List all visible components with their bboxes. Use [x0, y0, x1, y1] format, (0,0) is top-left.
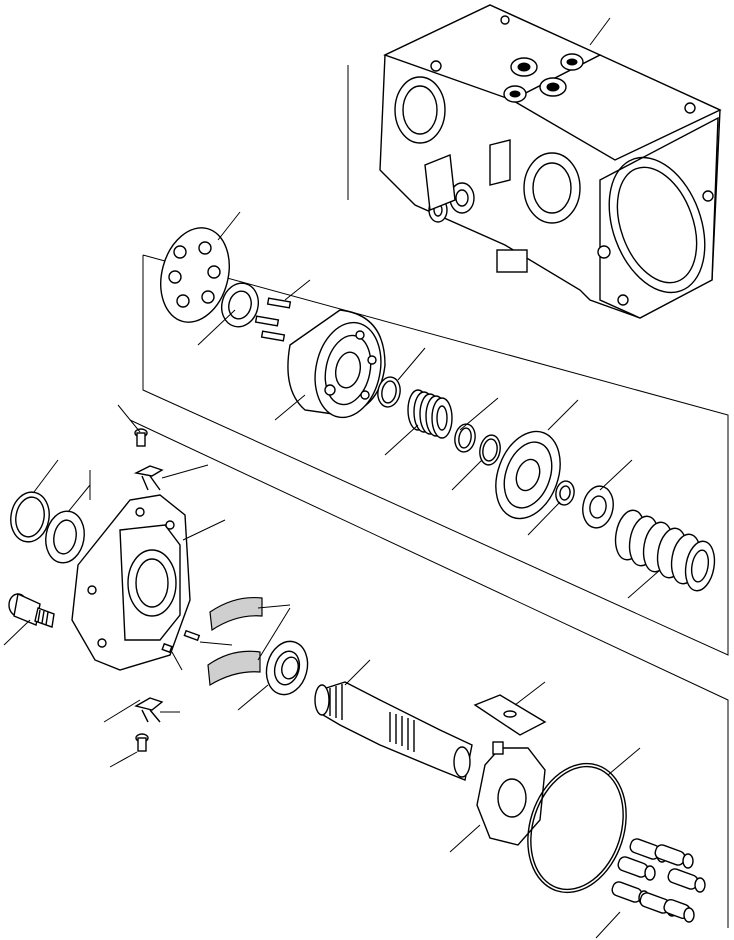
- stopper-plate: [473, 694, 547, 736]
- pump-housing: [379, 4, 722, 319]
- cylinder-block: [287, 309, 386, 419]
- bolt: [8, 592, 55, 628]
- dowel: [161, 629, 201, 654]
- servo-piston-block: [476, 741, 546, 846]
- ball-bearing: [265, 640, 309, 696]
- swash-plate: [495, 430, 561, 520]
- spacer-ring: [454, 423, 476, 453]
- snap-ring-upper: [377, 376, 401, 408]
- leader-lines: [3, 17, 661, 939]
- drive-shaft: [314, 681, 473, 781]
- retaining-ring: [10, 491, 50, 543]
- snap-ring-lower: [479, 434, 501, 466]
- pin-upper: [134, 428, 148, 447]
- sleeve-set: [611, 838, 706, 923]
- clip-lower: [134, 697, 164, 723]
- rotating-group-bracket: [142, 254, 729, 656]
- shoe-plate-upper: [209, 596, 263, 632]
- shoe-plate-lower: [207, 650, 261, 687]
- spring-stack: [614, 509, 716, 592]
- thrust-washer: [582, 485, 614, 529]
- spring: [407, 389, 453, 439]
- bearing-race: [221, 282, 259, 328]
- oil-seal: [45, 510, 85, 564]
- valve-plate: [160, 227, 230, 323]
- small-washer: [555, 480, 575, 506]
- pin-lower: [135, 733, 149, 752]
- pins: [254, 297, 292, 342]
- clip-upper: [133, 465, 164, 491]
- o-ring: [527, 762, 627, 894]
- end-cover: [71, 494, 191, 671]
